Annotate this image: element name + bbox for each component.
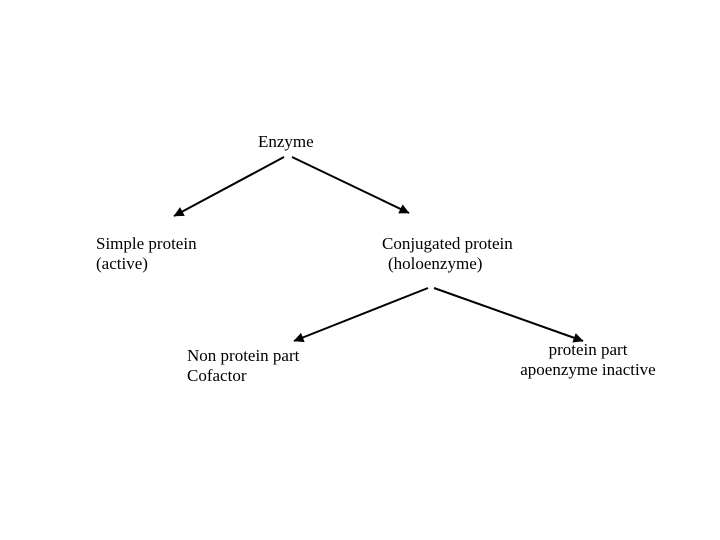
arrow-conjugated-to-non-protein-part — [293, 287, 429, 343]
node-protein-part-label: protein part — [548, 340, 628, 359]
node-simple-protein-label: Simple protein — [96, 234, 197, 253]
node-enzyme-label: Enzyme — [258, 132, 314, 151]
node-enzyme: Enzyme — [258, 132, 314, 152]
node-protein-part: protein part apoenzyme inactive — [510, 340, 666, 380]
node-non-protein-part: Non protein part Cofactor — [187, 346, 299, 386]
arrow-enzyme-to-simple-protein — [173, 156, 285, 217]
node-protein-part-sublabel: apoenzyme inactive — [520, 360, 656, 379]
node-non-protein-part-sublabel: Cofactor — [187, 366, 247, 385]
node-simple-protein: Simple protein (active) — [96, 234, 197, 274]
node-conjugated-protein-sublabel: (holoenzyme) — [388, 254, 483, 273]
node-simple-protein-sublabel: (active) — [96, 254, 148, 273]
node-conjugated-protein: Conjugated protein (holoenzyme) — [382, 234, 513, 274]
node-conjugated-protein-label: Conjugated protein — [382, 234, 513, 253]
node-non-protein-part-label: Non protein part — [187, 346, 300, 365]
arrow-conjugated-to-protein-part — [433, 287, 584, 343]
arrow-enzyme-to-conjugated-protein — [291, 156, 410, 214]
